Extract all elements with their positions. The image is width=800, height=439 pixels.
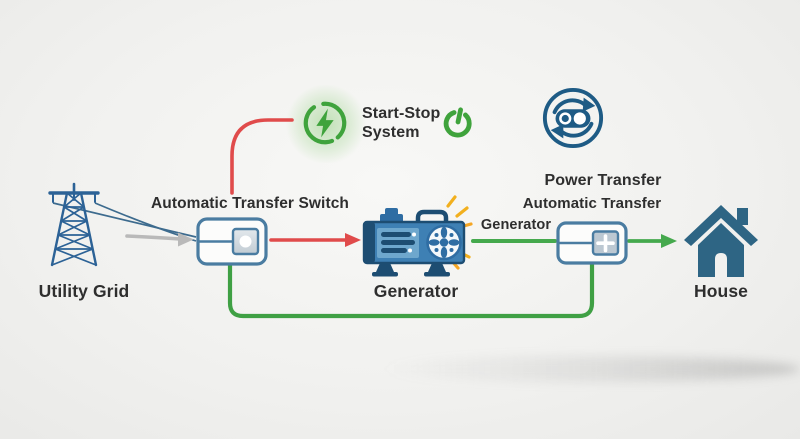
rotating-toggle-icon [542, 87, 604, 149]
power-transfer-label: Power Transfer [544, 172, 662, 189]
generator-edge-label: Generator [480, 217, 552, 233]
edge-ats-to-startstop [230, 118, 294, 195]
edge-transfer-to-house [627, 234, 677, 248]
ats-label: Automatic Transfer Switch [150, 195, 350, 212]
transfer-switch-box-icon [196, 217, 268, 266]
edge-ats-loop [227, 260, 595, 319]
utility-grid-label: Utility Grid [38, 281, 130, 301]
plus-icon [596, 234, 615, 253]
edge-ats-to-generator [269, 233, 361, 247]
transmission-tower-icon [48, 182, 100, 267]
edge-grid-to-ats [125, 232, 194, 247]
start-stop-label-line2: System [362, 123, 420, 141]
power-button-icon [443, 107, 472, 138]
generator-label: Generator [373, 281, 459, 301]
transfer-switch-plus-box-icon [556, 221, 628, 265]
start-stop-label-line1: Start-Stop [362, 105, 441, 122]
lightning-circle-icon [303, 101, 347, 145]
house-label: House [694, 281, 748, 301]
automatic-transfer-label: Automatic Transfer [522, 195, 662, 212]
portable-generator-icon [362, 195, 473, 277]
start-stop-label: Start-Stop System [362, 105, 440, 142]
house-icon [684, 205, 758, 277]
shadow-streak [380, 356, 800, 382]
